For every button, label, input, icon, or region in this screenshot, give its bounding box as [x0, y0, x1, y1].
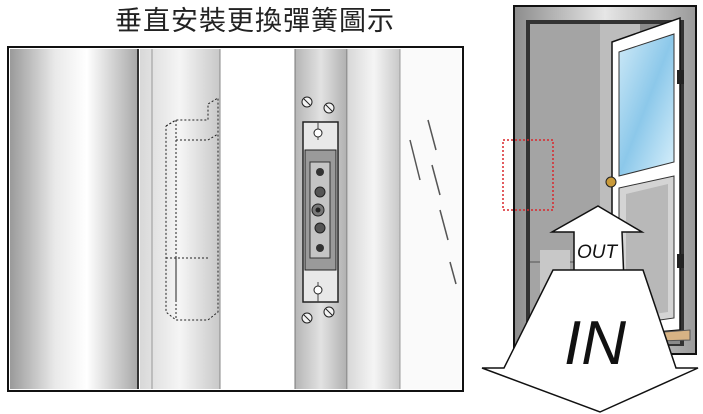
highlight-box: [502, 139, 554, 211]
out-arrow: OUT: [549, 205, 645, 285]
door-edge-left: [10, 49, 138, 389]
frame-strip: [348, 49, 400, 389]
out-label: OUT: [577, 242, 619, 263]
door-handle-icon: [605, 176, 617, 188]
in-label: IN: [564, 309, 626, 378]
strike-plate: [302, 121, 339, 303]
spring-cavity-dashed: [165, 97, 219, 321]
in-arrow: IN: [481, 269, 699, 413]
screw-icon: [301, 96, 335, 324]
hinge-icon: [677, 254, 684, 268]
hinge-icon: [677, 70, 684, 84]
door-illustration: OUT IN: [481, 5, 699, 413]
motion-lines: [409, 119, 457, 285]
closeup-panel: [7, 46, 464, 392]
door-jamb: [140, 49, 220, 389]
diagram-title: 垂直安裝更換彈簧圖示: [115, 6, 395, 37]
